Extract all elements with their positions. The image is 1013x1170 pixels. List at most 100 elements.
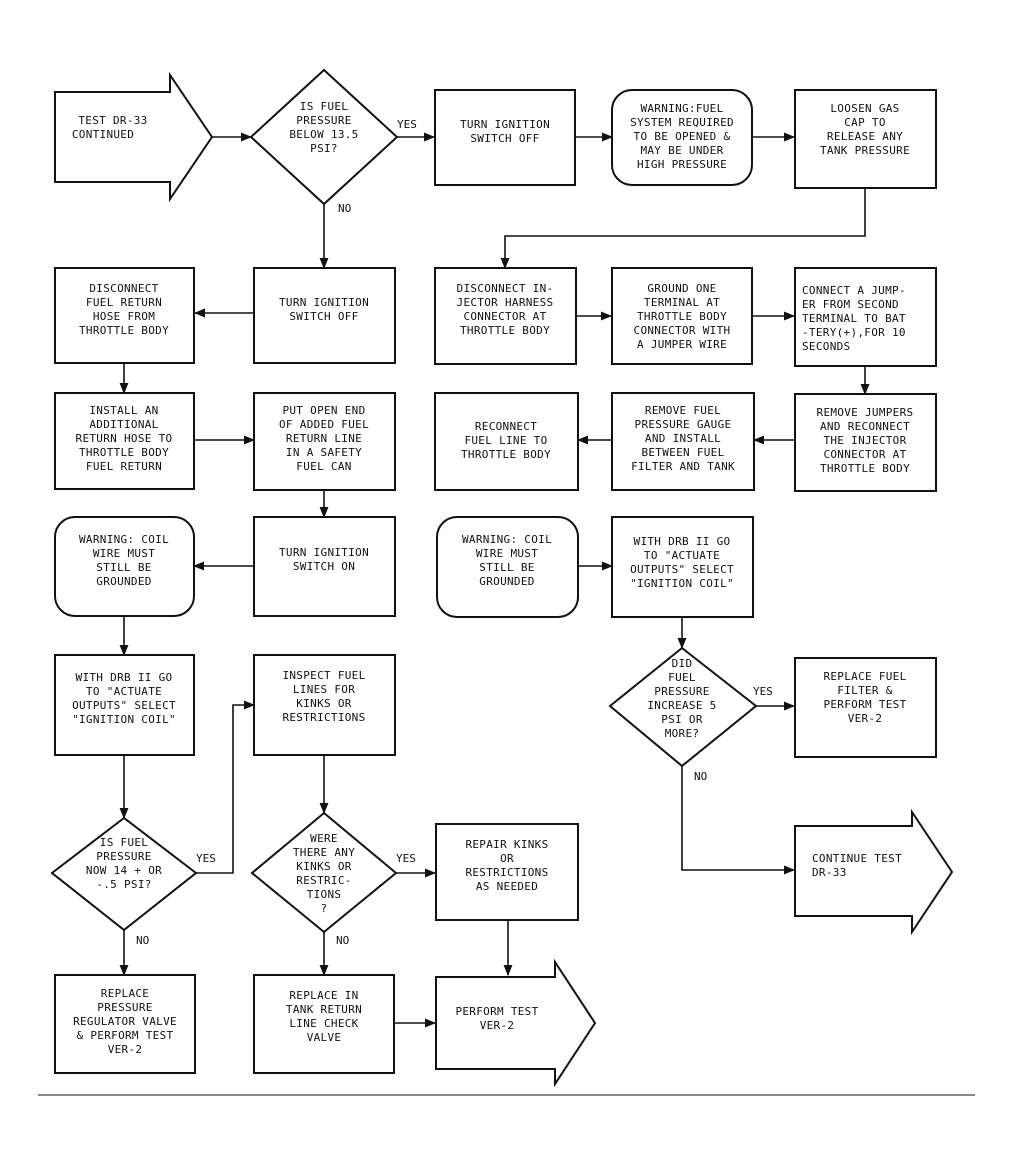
label: DID [672,657,693,670]
answer-yes: YES [396,852,416,865]
answer-yes: YES [753,685,773,698]
label: REGULATOR VALVE [73,1015,177,1028]
node-turn-ignition-on: TURN IGNITION SWITCH ON [253,516,396,617]
label: FILTER & [837,684,892,697]
label: WIRE MUST [93,547,155,560]
label: WARNING: COIL [462,533,552,546]
node-disconnect-return-hose: DISCONNECT FUEL RETURN HOSE FROM THROTTL… [54,267,195,364]
decision-pressure-increase-5: DID FUEL PRESSURE INCREASE 5 PSI OR MORE… [608,646,758,768]
label: MORE? [665,727,700,740]
label: CONNECTOR AT [463,310,546,323]
label: -TERY(+),FOR 10 [802,326,906,339]
label: WERE [310,832,338,845]
node-turn-ignition-off-2: TURN IGNITION SWITCH OFF [253,267,396,364]
label: VER-2 [848,712,883,725]
label: THROTTLE BODY [461,448,551,461]
label: PUT OPEN END [282,404,365,417]
decision-kinks-restrictions: WERE THERE ANY KINKS OR RESTRIC- TIONS ? [250,811,398,934]
label: RESTRICTIONS [465,866,548,879]
label: FILTER AND TANK [631,460,735,473]
label: CONNECTOR AT [823,448,906,461]
label: REMOVE JUMPERS [817,406,914,419]
label: LOOSEN GAS [830,102,899,115]
arrow-q-now-yes [196,700,256,874]
label: TANK RETURN [286,1003,362,1016]
label: THE INJECTOR [823,434,906,447]
label: AND INSTALL [645,432,721,445]
label: DISCONNECT [89,282,158,295]
label: TURN IGNITION [460,118,550,131]
node-loosen-gas-cap: LOOSEN GAS CAP TO RELEASE ANY TANK PRESS… [794,89,937,189]
label: THROTTLE BODY [79,446,169,459]
label: OF ADDED FUEL [279,418,369,431]
label: REMOVE FUEL [645,404,721,417]
node-turn-ignition-off-1: TURN IGNITION SWITCH OFF [434,89,576,186]
node-replace-fuel-filter: REPLACE FUEL FILTER & PERFORM TEST VER-2 [794,657,937,758]
label: FUEL RETURN [86,460,162,473]
label: TO BE OPENED & [634,130,731,143]
label: PERFORM TEST [823,698,906,711]
label: INSPECT FUEL [282,669,365,682]
node-warning-coil-left: WARNING: COIL WIRE MUST STILL BE GROUNDE… [54,516,195,617]
node-replace-check-valve: REPLACE IN TANK RETURN LINE CHECK VALVE [253,974,395,1074]
label: & PERFORM TEST [77,1029,174,1042]
decision-fuel-below-13-5: IS FUEL PRESSURE BELOW 13.5 PSI? [249,68,399,206]
label: IS FUEL [100,836,149,849]
node-install-return-hose: INSTALL AN ADDITIONAL RETURN HOSE TO THR… [54,392,195,490]
label: ? [321,902,328,915]
node-perform-test-ver2: PERFORM TEST VER-2 [435,958,597,1088]
label: TURN IGNITION [279,296,369,309]
label: THERE ANY [293,846,355,859]
label: FUEL CAN [296,460,351,473]
label: PSI? [310,142,338,155]
decision-pressure-now-14: IS FUEL PRESSURE NOW 14 + OR -.5 PSI? [50,816,198,932]
label: FUEL LINE TO [464,434,547,447]
node-remove-jumpers: REMOVE JUMPERS AND RECONNECT THE INJECTO… [794,393,937,492]
answer-no: NO [336,934,349,947]
label: INSTALL AN [89,404,158,417]
label: IS FUEL [300,100,349,113]
label: GROUND ONE [647,282,716,295]
label: DR-33 [812,866,847,879]
label: SECONDS [802,340,850,353]
label: AS NEEDED [476,880,538,893]
answer-no: NO [136,934,149,947]
label: LINES FOR [293,683,355,696]
label: KINKS OR [296,697,351,710]
label: PSI OR [661,713,703,726]
label: PRESSURE [97,1001,152,1014]
label: OR [500,852,514,865]
label: TANK PRESSURE [820,144,910,157]
label: KINKS OR [296,860,351,873]
label: THROTTLE BODY [820,462,910,475]
label: AND RECONNECT [820,420,910,433]
label: REPAIR KINKS [465,838,548,851]
label: SWITCH OFF [289,310,358,323]
label: CONTINUE TEST [812,852,902,865]
label: FUEL [668,671,696,684]
label: VER-2 [108,1043,143,1056]
label: OUTPUTS" SELECT [630,563,734,576]
label: HOSE FROM [93,310,155,323]
answer-yes: YES [397,118,417,131]
label: MAY BE UNDER [640,144,723,157]
node-test-dr33-continued: TEST DR-33 CONTINUED [54,71,214,203]
label: VALVE [307,1031,342,1044]
label: WARNING:FUEL [640,102,723,115]
node-inspect-fuel-lines: INSPECT FUEL LINES FOR KINKS OR RESTRICT… [253,654,396,756]
label: RETURN HOSE TO [76,432,173,445]
label: GROUNDED [479,575,534,588]
label: SWITCH OFF [470,132,539,145]
label: ADDITIONAL [89,418,158,431]
label: VER-2 [480,1019,515,1032]
node-reconnect-fuel-line: RECONNECT FUEL LINE TO THROTTLE BODY [434,392,579,491]
label: REPLACE [101,987,149,1000]
node-remove-pressure-gauge: REMOVE FUEL PRESSURE GAUGE AND INSTALL B… [611,392,755,491]
node-replace-regulator: REPLACE PRESSURE REGULATOR VALVE & PERFO… [54,974,196,1074]
answer-yes: YES [196,852,216,865]
label: LINE CHECK [289,1017,358,1030]
label: RESTRICTIONS [282,711,365,724]
label: FUEL RETURN [86,296,162,309]
arrow-q-increase-no [681,766,796,875]
label: HIGH PRESSURE [637,158,727,171]
